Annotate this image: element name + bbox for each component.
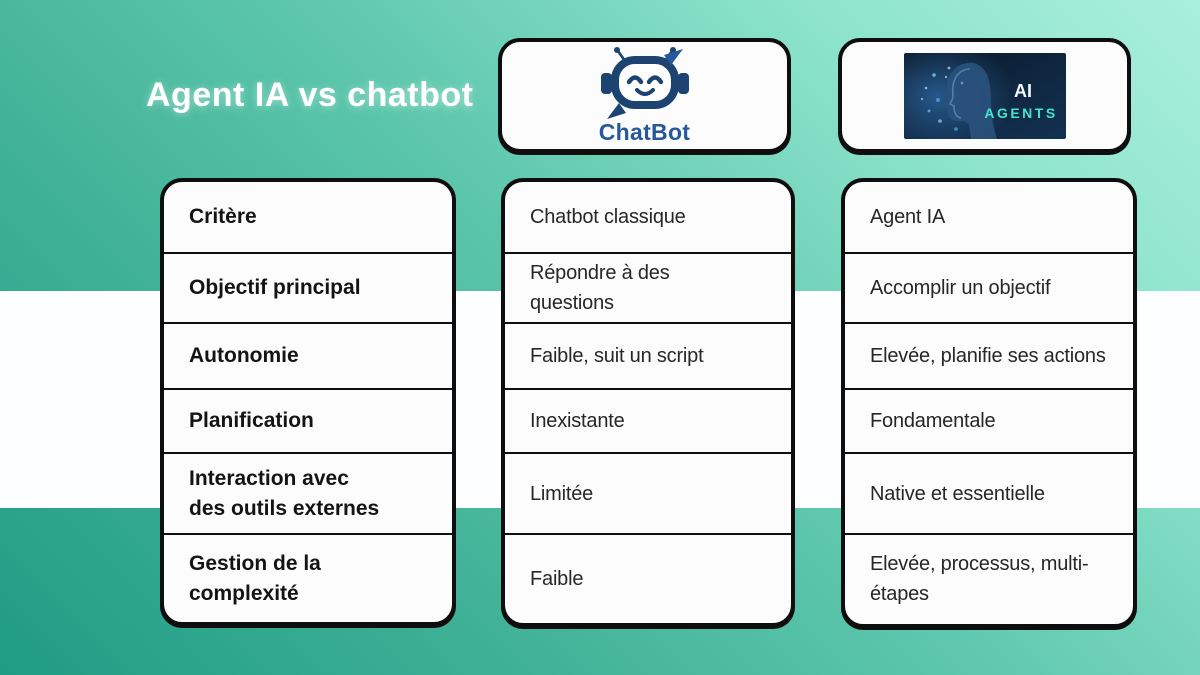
table-row: Planification: [164, 388, 452, 452]
table-row: Fondamentale: [845, 388, 1133, 452]
criteria-label: Objectif principal: [189, 276, 361, 299]
table-row: Chatbot classique: [505, 182, 791, 252]
agent-value: Agent IA: [870, 206, 946, 228]
chatbot-value: Faible: [530, 567, 584, 590]
chatbot-value: Faible, suit un script: [530, 345, 704, 367]
table-row: Limitée: [505, 452, 791, 533]
table-row: Inexistante: [505, 388, 791, 452]
table-row: Interaction avec des outils externes: [164, 452, 452, 533]
agents-text: AGENTS: [984, 105, 1057, 121]
table-row: Objectif principal: [164, 252, 452, 322]
table-row: Gestion de la complexité: [164, 533, 452, 622]
criteria-label: Gestion de la complexité: [189, 551, 321, 605]
agent-value: Elevée, processus, multi-étapes: [870, 552, 1089, 605]
criteria-label: Critère: [189, 205, 257, 228]
chatbot-logo: ChatBot: [570, 46, 720, 146]
table-row: Accomplir un objectif: [845, 252, 1133, 322]
chatbot-logo-label: ChatBot: [598, 118, 691, 145]
table-row: Répondre à des questions: [505, 252, 791, 322]
criteria-label: Planification: [189, 409, 314, 432]
agent-value: Native et essentielle: [870, 482, 1045, 505]
chatbot-values-card: Chatbot classique Répondre à des questio…: [501, 178, 795, 627]
agent-value: Fondamentale: [870, 410, 996, 432]
table-row: Elevée, processus, multi-étapes: [845, 533, 1133, 622]
ai-text: AI: [1014, 81, 1032, 101]
chatbot-value: Limitée: [530, 482, 594, 505]
page-title: Agent IA vs chatbot: [146, 76, 474, 114]
agent-value: Accomplir un objectif: [870, 277, 1051, 299]
agent-value: Elevée, planifie ses actions: [870, 345, 1106, 367]
table-row: Faible: [505, 533, 791, 622]
robot-face-icon: [600, 46, 689, 119]
table-row: Native et essentielle: [845, 452, 1133, 533]
criteria-card: Critère Objectif principal Autonomie Pla…: [160, 178, 456, 626]
chatbot-logo-card: ChatBot: [498, 38, 791, 153]
table-row: Agent IA: [845, 182, 1133, 252]
chatbot-value: Répondre à des questions: [530, 262, 670, 314]
criteria-label: Interaction avec des outils externes: [189, 466, 380, 520]
table-row: Faible, suit un script: [505, 322, 791, 388]
table-row: Autonomie: [164, 322, 452, 388]
ai-agents-logo-card: AI AGENTS: [838, 38, 1131, 153]
table-row: Critère: [164, 182, 452, 252]
criteria-label: Autonomie: [189, 344, 299, 367]
chatbot-value: Chatbot classique: [530, 206, 686, 228]
chatbot-value: Inexistante: [530, 410, 625, 432]
table-row: Elevée, planifie ses actions: [845, 322, 1133, 388]
digital-face-image: AI AGENTS: [903, 52, 1066, 139]
ai-agents-graphic: AI AGENTS: [903, 52, 1066, 139]
agent-values-card: Agent IA Accomplir un objectif Elevée, p…: [841, 178, 1137, 628]
